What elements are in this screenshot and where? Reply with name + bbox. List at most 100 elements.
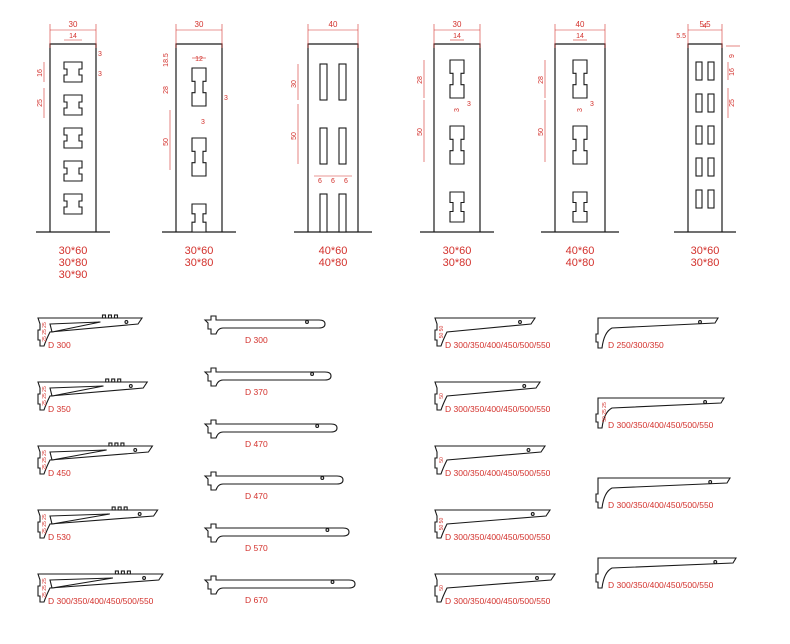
bracket-hole	[305, 320, 309, 324]
slot-notch-value: 3	[224, 95, 228, 102]
spacing-value: 6	[318, 178, 322, 185]
bracket-outline	[595, 477, 731, 509]
bracket-notch	[105, 378, 110, 383]
width-value: 40	[329, 20, 338, 29]
uprights-row: 301433162530*6030*8030*90301218.52833503…	[36, 20, 740, 281]
upright-size-label: 30*60	[443, 245, 472, 257]
bracket-label: D 300/350/400/450/500/550	[445, 404, 551, 414]
upright-slot	[695, 157, 703, 177]
upright-outline	[687, 43, 723, 232]
upright-size-label: 30*60	[691, 245, 720, 257]
width-value: 30	[69, 20, 78, 29]
slot-height-value: 16	[37, 69, 44, 77]
bracket-label: D 450	[48, 468, 71, 478]
bracket-hole	[330, 580, 335, 584]
pitch-value: 50	[163, 138, 170, 146]
top-offset-value: 18.5	[163, 53, 170, 67]
notch-value: 3	[577, 108, 584, 112]
upright-slot	[707, 93, 715, 113]
upright-size-label: 30*80	[59, 257, 88, 269]
upright-slot	[338, 127, 347, 165]
bracket-label: D 350	[48, 404, 71, 414]
bracket-outline	[203, 471, 344, 491]
bracket-hole	[124, 320, 129, 324]
bracket-hole	[315, 424, 320, 428]
bracket-label: D 370	[245, 387, 268, 397]
bracket-hole	[320, 476, 325, 480]
bracket-notch	[126, 570, 131, 575]
upright-slot	[63, 127, 83, 149]
slot-inner-value: 3	[201, 119, 205, 126]
upright-slot	[63, 193, 83, 215]
upright-slot	[63, 94, 83, 116]
upright-slot	[63, 61, 83, 83]
bracket-outline	[203, 523, 350, 543]
bracket-hole	[128, 384, 133, 388]
bracket-tick-label: 25 25 25	[42, 450, 48, 470]
bracket-tick-label: 50 25 25	[602, 402, 608, 422]
bracket-label: D 300/350/400/450/500/550	[445, 468, 551, 478]
bracket-hole	[713, 560, 718, 564]
bracket-label: D 670	[245, 595, 268, 605]
slot-width-value: 14	[453, 33, 461, 40]
bracket-notch	[120, 442, 125, 447]
left-margin-value: 5.5	[676, 33, 686, 40]
upright-outline	[554, 43, 606, 232]
bracket-tick-label: 25 25 25	[42, 322, 48, 342]
bracket-notch	[113, 314, 119, 319]
bracket-label: D 470	[245, 439, 268, 449]
bracket-hole	[530, 512, 535, 516]
upright-slot	[695, 189, 703, 209]
bracket-notch	[120, 570, 125, 575]
bracket-notch	[101, 314, 107, 319]
bracket-notch	[114, 442, 119, 447]
bracket-label: D 300	[245, 335, 268, 345]
upright-size-label: 40*80	[319, 257, 348, 269]
bracket-label: D 300/350/400/450/500/550	[48, 596, 154, 606]
width-value: 5.5	[699, 20, 711, 29]
slot-height-value: 28	[417, 76, 424, 84]
pitch-value: 50	[417, 128, 424, 136]
upright-slot	[695, 93, 703, 113]
bracket-outline	[595, 317, 719, 349]
pitch-value: 50	[291, 132, 298, 140]
slot-width-value: 14	[69, 33, 77, 40]
width-value: 30	[195, 20, 204, 29]
upright-size-label: 30*60	[185, 245, 214, 257]
slot-gap-value: 3	[98, 51, 102, 58]
upright-outline	[49, 43, 97, 232]
bracket-outline	[595, 397, 725, 429]
slot-height-value: 28	[538, 76, 545, 84]
upright-slot	[695, 125, 703, 145]
bracket-cutout	[49, 513, 110, 525]
bracket-label: D 530	[48, 532, 71, 542]
upright-size-label: 40*60	[566, 245, 595, 257]
upright-size-label: 30*90	[59, 269, 88, 281]
bracket-tick-label: 50	[439, 585, 445, 591]
bracket-outline	[595, 557, 737, 589]
bracket-notch	[117, 378, 122, 383]
bracket-outline	[203, 575, 356, 595]
upright-size-label: 30*80	[691, 257, 720, 269]
pitch-value: 25	[729, 99, 736, 107]
bracket-hole	[325, 528, 330, 532]
bracket-outline	[434, 573, 557, 603]
slot-edge-value: 3	[98, 71, 102, 78]
width-value: 40	[576, 20, 585, 29]
bracket-label: D 570	[245, 543, 268, 553]
bracket-notch	[108, 442, 113, 447]
upright-outline	[307, 43, 359, 232]
bracket-cutout	[49, 321, 101, 333]
bracket-label: D 300/350/400/450/500/550	[608, 580, 714, 590]
bracket-hole	[142, 576, 147, 580]
upright-slot	[338, 193, 347, 233]
bracket-cutout	[49, 385, 104, 397]
bracket-outline	[203, 367, 332, 387]
